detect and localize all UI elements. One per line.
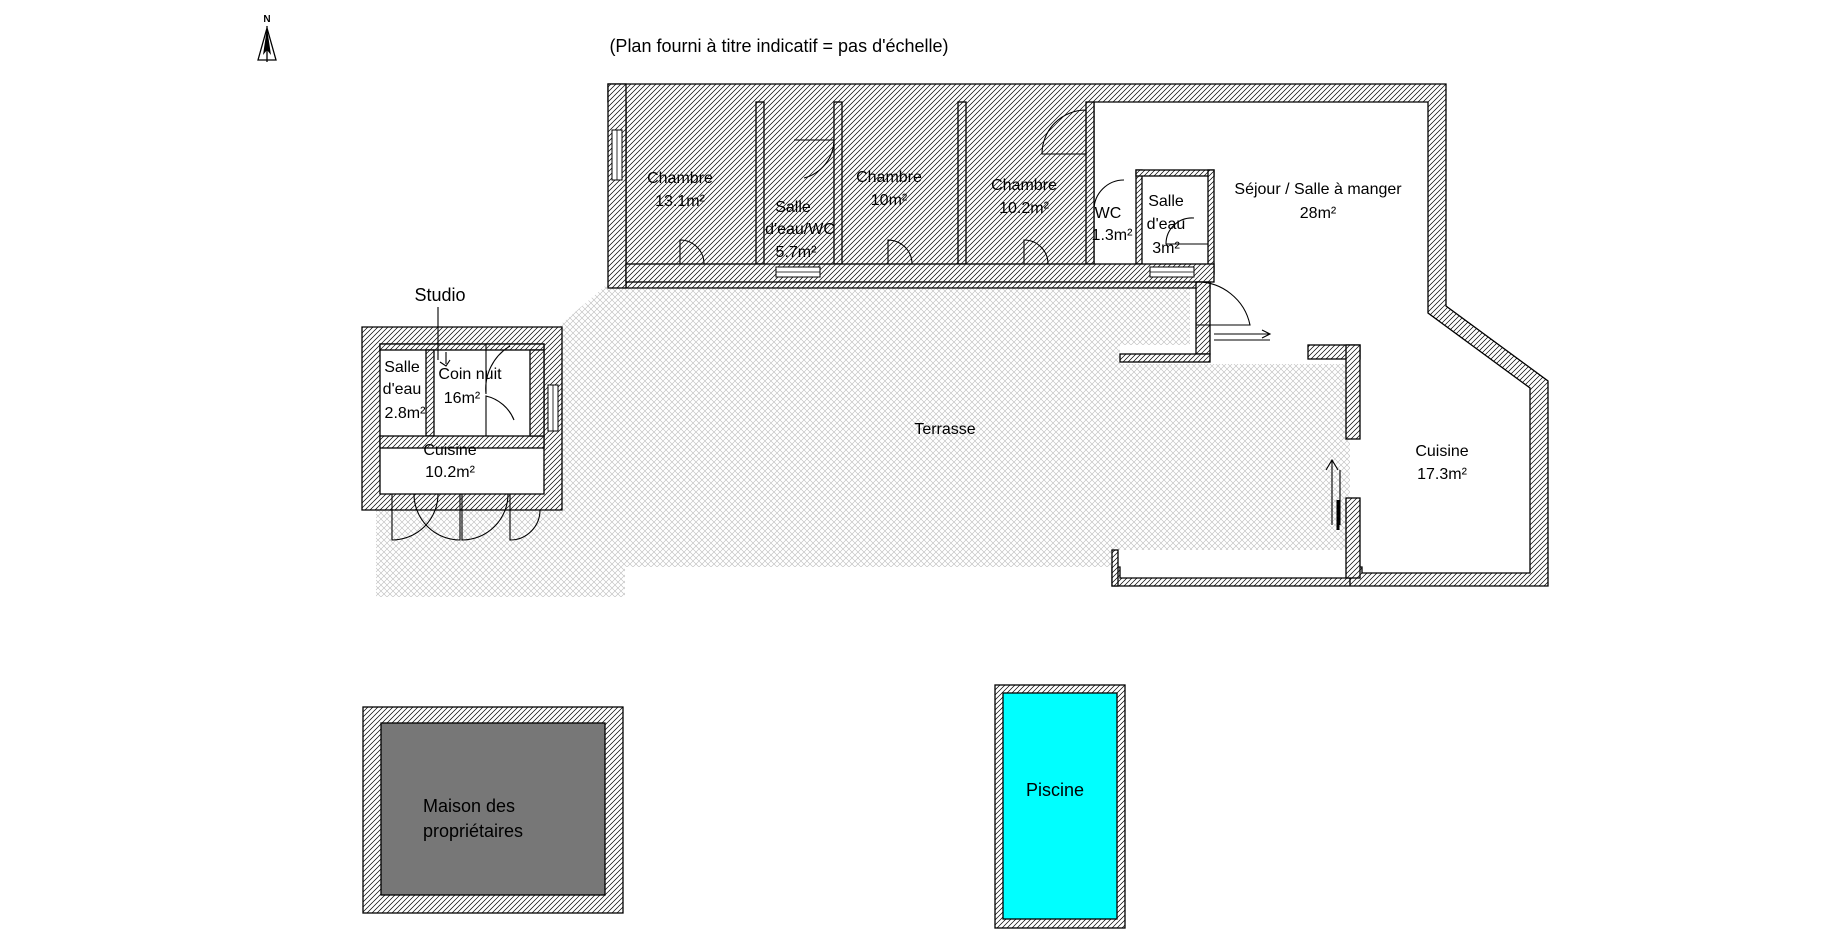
door-chambre1 — [679, 239, 705, 265]
studio-door-coin-nuit — [485, 395, 515, 436]
wall-west — [607, 83, 627, 289]
salle-eau-area: 3m² — [1152, 240, 1180, 257]
salle-eau-wc-area: 5.7m² — [776, 244, 818, 261]
piscine: Piscine — [994, 684, 1126, 929]
door-wc — [1093, 179, 1125, 211]
studio-salle-eau-area: 2.8m² — [385, 405, 427, 422]
studio-door-4 — [509, 494, 541, 541]
studio-door-2 — [413, 493, 461, 541]
wc-label: WC — [1095, 205, 1122, 222]
wall-6 — [1135, 169, 1215, 177]
sejour-area: 28m² — [1300, 205, 1337, 222]
studio-top-inner — [379, 343, 545, 351]
chambre3-area: 10.2m² — [999, 200, 1049, 217]
chambre1-area: 13.1m² — [655, 193, 705, 210]
maison-label-1: Maison des — [423, 796, 515, 816]
studio-salle-eau-1: Salle — [384, 359, 420, 376]
door-chambre2 — [887, 239, 913, 265]
piscine-fill — [1002, 692, 1118, 920]
studio-cuisine-area: 10.2m² — [425, 464, 475, 481]
cuisine-area: 17.3m² — [1417, 466, 1467, 483]
maison-proprietaires: Maison des propriétaires — [362, 706, 624, 914]
door-sejour — [1041, 109, 1087, 155]
studio-coin-nuit-area: 16m² — [444, 390, 481, 407]
door-salle-eau — [1165, 217, 1208, 245]
kitchen-wall-2 — [1345, 497, 1361, 579]
studio-door-1 — [391, 493, 439, 541]
wall-5 — [1135, 169, 1143, 265]
door-chambre3 — [1023, 239, 1049, 265]
sliding-arrow-entry-icon — [1214, 329, 1272, 341]
salle-eau-label-1: Salle — [1148, 193, 1184, 210]
terrasse-area — [376, 282, 1350, 597]
chambre1-label: Chambre — [647, 170, 713, 187]
wall-1 — [755, 101, 765, 265]
door-salle-eau-wc — [794, 139, 835, 179]
wc-area: 1.3m² — [1092, 227, 1134, 244]
studio-title: Studio — [414, 285, 465, 305]
north-label: N — [263, 14, 270, 25]
studio-leader-line — [437, 307, 451, 367]
wall-7 — [1207, 169, 1215, 275]
main-house: Chambre 13.1m² Salle d'eau/WC 5.7m² Cham… — [607, 83, 1549, 587]
plan-note: (Plan fourni à titre indicatif = pas d'é… — [609, 36, 948, 56]
studio: Studio Salle d'eau 2.8m² Coin nuit 16m² … — [361, 285, 563, 541]
chambre3-label: Chambre — [991, 177, 1057, 194]
north-arrow-icon: N — [257, 14, 277, 62]
salle-eau-label-2: d'eau — [1147, 216, 1186, 233]
terrasse-label: Terrasse — [914, 421, 975, 438]
wall-south — [625, 263, 1215, 283]
salle-eau-wc-label-1: Salle — [775, 199, 811, 216]
door-entry — [1195, 281, 1251, 326]
terrace-corner — [1111, 549, 1119, 587]
maison-fill — [380, 722, 606, 896]
studio-cuisine-label: Cuisine — [423, 442, 476, 459]
studio-coin-nuit-label: Coin nuit — [438, 366, 502, 383]
entry-wall-2 — [1119, 353, 1211, 363]
studio-salle-eau-2: d'eau — [383, 381, 422, 398]
sliding-arrow-kitchen-icon — [1325, 458, 1341, 525]
studio-wall-3 — [529, 349, 545, 437]
wall-2 — [833, 101, 843, 265]
maison-label-2: propriétaires — [423, 821, 523, 841]
sejour-label: Séjour / Salle à manger — [1234, 181, 1402, 198]
kitchen-wall-1 — [1345, 344, 1361, 440]
studio-door-3 — [461, 493, 509, 541]
studio-door-top — [485, 344, 511, 395]
chambre2-label: Chambre — [856, 169, 922, 186]
chambre2-area: 10m² — [871, 192, 908, 209]
cuisine-label: Cuisine — [1415, 443, 1468, 460]
entry-wall — [1195, 281, 1211, 355]
salle-eau-wc-label-2: d'eau/WC — [765, 221, 835, 238]
studio-wall-2 — [379, 435, 545, 449]
studio-wall-1 — [425, 349, 435, 437]
piscine-label: Piscine — [1026, 780, 1084, 800]
wall-3 — [957, 101, 967, 265]
